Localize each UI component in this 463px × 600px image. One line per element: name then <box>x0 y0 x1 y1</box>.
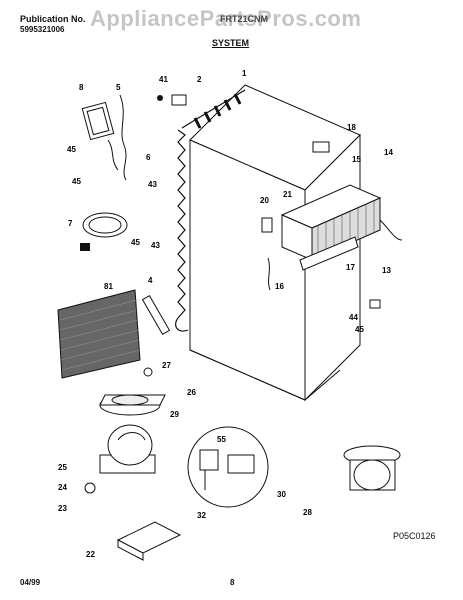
callout-6: 6 <box>146 153 151 162</box>
callout-55: 55 <box>217 435 226 444</box>
callout-41: 41 <box>159 75 168 84</box>
callout-45b: 45 <box>72 177 81 186</box>
callout-24: 24 <box>58 483 67 492</box>
bracket-drawing <box>116 521 182 561</box>
callout-81: 81 <box>104 282 113 291</box>
section-title: SYSTEM <box>212 38 250 48</box>
callout-28: 28 <box>303 508 312 517</box>
model-number: FRT21CNM <box>220 14 269 24</box>
callout-45: 45 <box>67 145 76 154</box>
grille-panel-drawing <box>57 289 141 379</box>
callout-18: 18 <box>347 123 356 132</box>
drain-pan-drawing <box>99 394 166 416</box>
callout-16: 16 <box>275 282 284 291</box>
callout-25: 25 <box>58 463 67 472</box>
callout-13: 13 <box>382 266 391 275</box>
footer-page: 8 <box>230 578 235 587</box>
coil-stripes <box>193 93 242 129</box>
callout-22: 22 <box>86 550 95 559</box>
callout-8: 8 <box>79 83 84 92</box>
compressor-drawing <box>99 424 156 474</box>
callout-5: 5 <box>116 83 121 92</box>
footer-date: 04/99 <box>20 578 41 587</box>
callout-7: 7 <box>68 219 73 228</box>
callout-45c: 45 <box>131 238 140 247</box>
callout-29: 29 <box>170 410 179 419</box>
callout-20: 20 <box>260 196 269 205</box>
publication-number: 5995321006 <box>20 25 65 34</box>
compressor-right-drawing <box>343 445 401 491</box>
callout-labels: 1 2 41 8 5 45 6 45 43 7 45 43 18 15 14 2… <box>58 69 393 559</box>
callout-1: 1 <box>242 69 247 78</box>
callout-21: 21 <box>283 190 292 199</box>
callout-23: 23 <box>58 504 67 513</box>
callout-27: 27 <box>162 361 171 370</box>
diagram-code: P05C0126 <box>393 531 436 541</box>
callout-26: 26 <box>187 388 196 397</box>
callout-30: 30 <box>277 490 286 499</box>
callout-45d: 45 <box>355 325 364 334</box>
callout-2: 2 <box>197 75 202 84</box>
callout-15: 15 <box>352 155 361 164</box>
callout-4: 4 <box>148 276 153 285</box>
watermark: AppliancePartsPros.com <box>90 6 362 31</box>
publication-label: Publication No. <box>20 14 86 24</box>
callout-43: 43 <box>148 180 157 189</box>
evaporator-drawing <box>280 184 382 271</box>
callout-44: 44 <box>349 313 358 322</box>
callout-17: 17 <box>346 263 355 272</box>
callout-43b: 43 <box>151 241 160 250</box>
callout-32: 32 <box>197 511 206 520</box>
callout-14: 14 <box>384 148 393 157</box>
